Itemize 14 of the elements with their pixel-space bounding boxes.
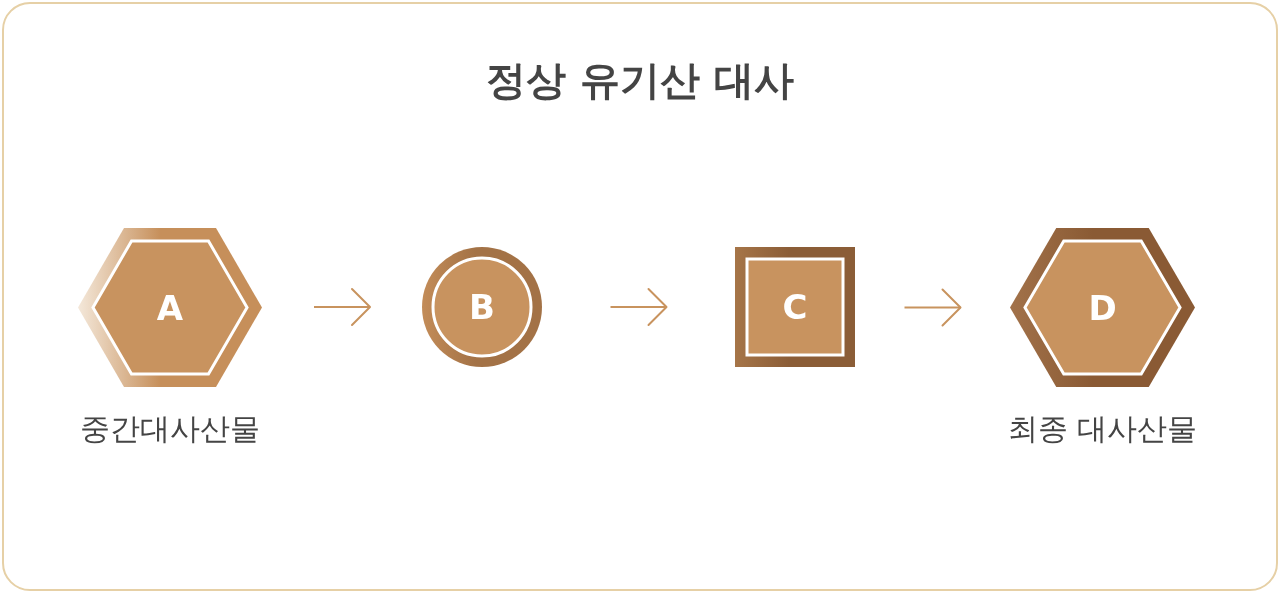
node-letter: C xyxy=(782,287,808,327)
node-caption: 최종 대사산물 xyxy=(1007,410,1198,448)
node-caption: 중간대사산물 xyxy=(80,410,260,448)
diagram-title: 정상 유기산 대사 xyxy=(486,56,794,105)
hexagon-node xyxy=(78,228,262,387)
node-letter: A xyxy=(156,287,184,328)
node-letter: D xyxy=(1088,287,1117,328)
square-node xyxy=(735,247,855,367)
arrow xyxy=(903,288,962,327)
hexagon-node xyxy=(1010,228,1195,387)
arrow xyxy=(313,288,371,326)
circle-node xyxy=(422,247,542,367)
node-letter: B xyxy=(469,287,495,327)
arrow xyxy=(609,288,668,326)
